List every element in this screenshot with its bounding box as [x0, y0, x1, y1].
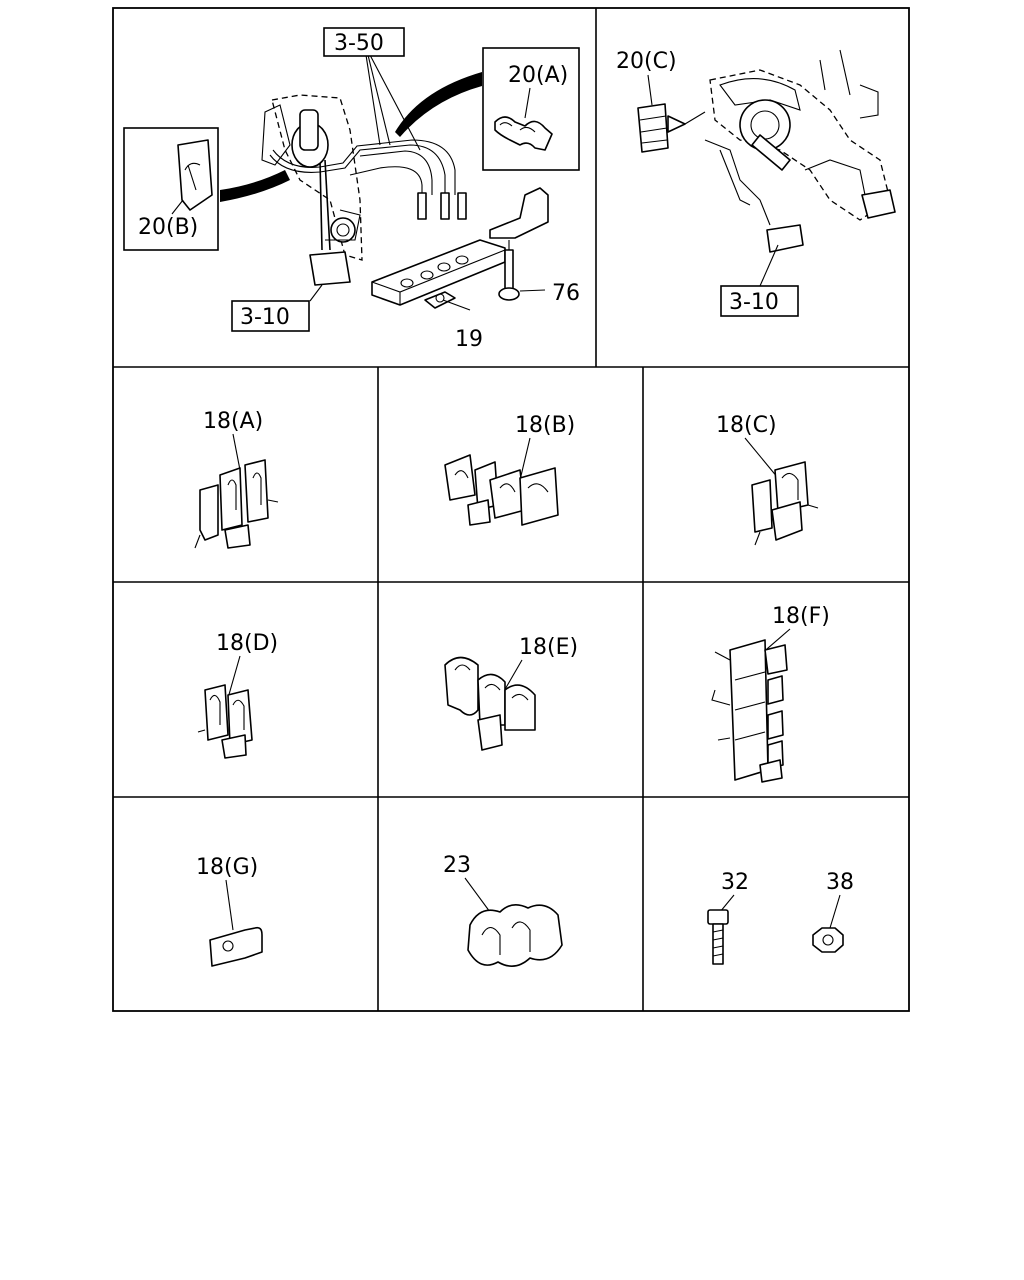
pedal-assembly-left: [220, 54, 482, 286]
callout-3-50-label: 3-50: [334, 31, 384, 56]
callout-3-10-right-label: 3-10: [729, 290, 779, 315]
callout-3-50: 3-50: [323, 27, 405, 57]
bracket-plate-19: 19: [371, 187, 549, 352]
nut-38: 38: [812, 870, 854, 953]
callout-18e-label: 18(E): [519, 635, 578, 660]
clip-18b: 18(B): [444, 413, 575, 526]
detail-box-20a: 20(A): [482, 47, 580, 171]
clip-20c: [637, 103, 706, 153]
callout-3-10-left-label: 3-10: [240, 305, 290, 330]
callout-18d-label: 18(D): [216, 631, 278, 656]
clip-20b: [177, 139, 213, 211]
callout-3-10-left: 3-10: [231, 284, 323, 332]
callout-18g-label: 18(G): [196, 855, 258, 880]
clip-18g: 18(G): [196, 855, 263, 967]
clip-18a: 18(A): [194, 409, 279, 549]
pedal-assembly-right: 20(C) 3-10: [616, 49, 896, 317]
bolt-32: 32: [707, 870, 749, 965]
callout-20b-label: 20(B): [138, 215, 198, 240]
detail-box-20b: 20(B): [123, 127, 219, 251]
clip-18e: 18(E): [444, 635, 578, 751]
callout-32-label: 32: [721, 870, 749, 895]
callout-18b-label: 18(B): [515, 413, 575, 438]
clip-23: 23: [443, 853, 563, 967]
callout-20a-label: 20(A): [508, 63, 568, 88]
callout-76-label: 76: [552, 281, 580, 306]
bolt-76: 76: [498, 240, 580, 306]
clip-20a: [494, 116, 553, 151]
clip-18f: 18(F): [711, 604, 830, 783]
callout-18a-label: 18(A): [203, 409, 263, 434]
clip-18c: 18(C): [716, 413, 819, 546]
callout-38-label: 38: [826, 870, 854, 895]
callout-23-label: 23: [443, 853, 471, 878]
clip-18d: 18(D): [197, 631, 278, 759]
callout-18c-label: 18(C): [716, 413, 777, 438]
callout-19-label: 19: [455, 327, 483, 352]
callout-18f-label: 18(F): [772, 604, 830, 629]
callout-20c-label: 20(C): [616, 49, 677, 74]
